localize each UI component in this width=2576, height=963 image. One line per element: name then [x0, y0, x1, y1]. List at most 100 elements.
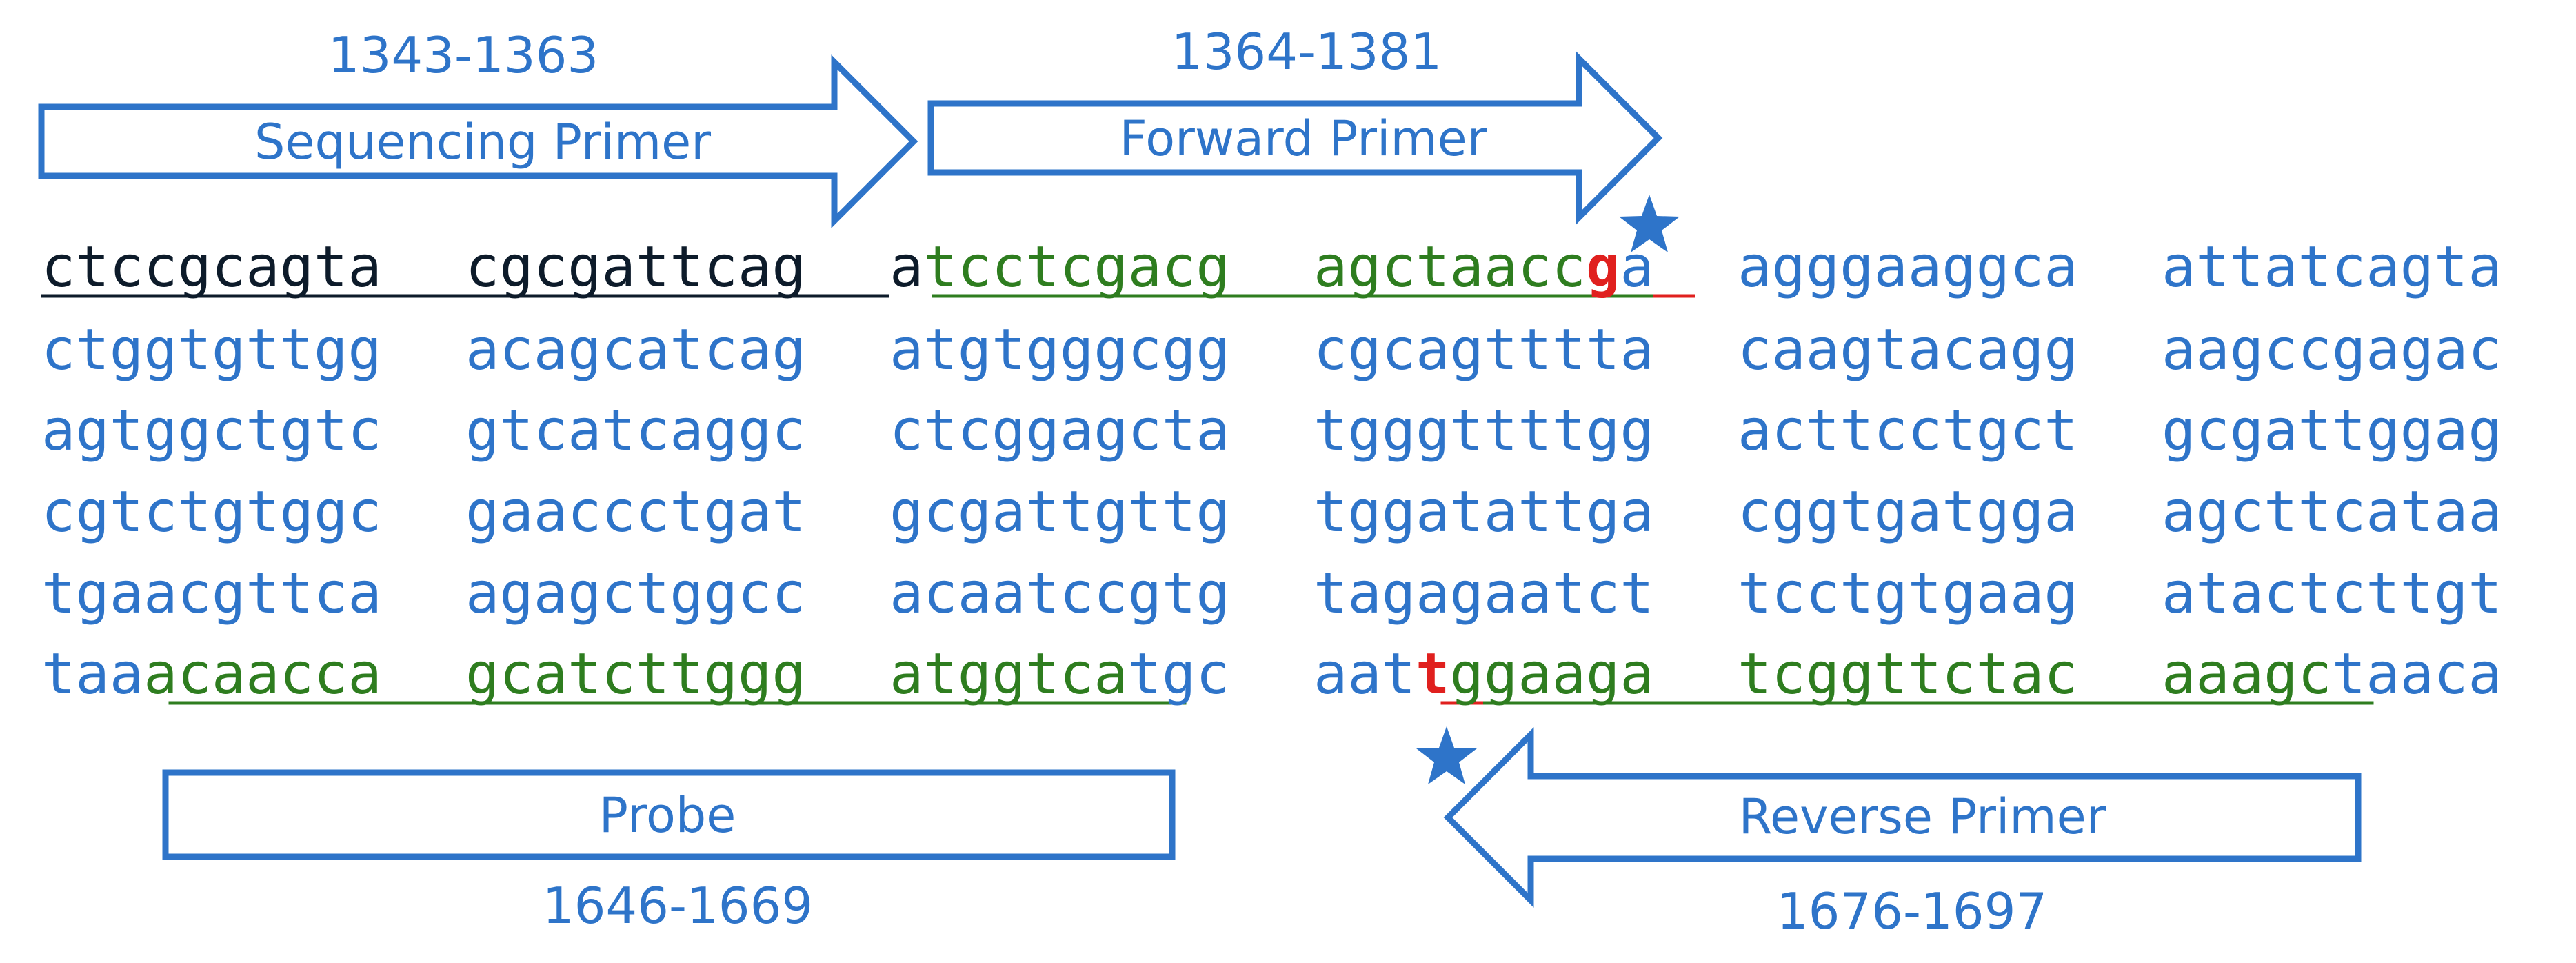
- sequence-group: tcctgtgaag: [1738, 561, 2078, 626]
- sequence-group: ctcggagcta: [889, 398, 1230, 464]
- sequence-segment: tgggttttgg: [1314, 398, 1654, 464]
- sequence-segment: a: [1620, 235, 1653, 300]
- sequencing-primer-label: Sequencing Primer: [254, 114, 711, 170]
- sequence-group: aaagctaaca: [2162, 642, 2502, 707]
- sequence-segment: acaatccgtg: [889, 561, 1230, 626]
- forward-primer-range: 1364-1381: [1171, 23, 1442, 81]
- sequence-segment: cggtgatgga: [1738, 479, 2078, 545]
- sequence-segment: atgtgggcgg: [889, 317, 1230, 383]
- snp-base: t: [1416, 642, 1449, 707]
- sequence-group: agctaaccga: [1314, 235, 1654, 300]
- sequence-group: atactcttgt: [2162, 561, 2502, 626]
- sequence-group: cgtctgtggc: [41, 479, 382, 545]
- snp-base: g: [1586, 235, 1620, 300]
- sequence-segment: ctggtgttgg: [41, 317, 382, 383]
- sequence-segment: acagcatcag: [465, 317, 806, 383]
- sequence-group: agcttcataa: [2162, 479, 2502, 545]
- sequence-group: gcgattgttg: [889, 479, 1230, 545]
- sequence-group: gaaccctgat: [465, 479, 806, 545]
- sequence-segment: caagtacagg: [1738, 317, 2078, 383]
- sequence-segment: cgtctgtggc: [41, 479, 382, 545]
- sequence-group: atggtcatgc: [889, 642, 1230, 707]
- probe-box-shape: [162, 769, 1176, 860]
- star-icon: [1619, 195, 1680, 252]
- sequence-group: agggaaggca: [1738, 235, 2078, 300]
- reverse-primer-arrow-shape: [1443, 727, 2362, 908]
- sequence-segment: gcgattggag: [2162, 398, 2502, 464]
- forward-primer-arrow-shape: [927, 51, 1663, 225]
- forward-primer-arrow: Forward Primer 1364-1381: [927, 23, 1663, 225]
- sequence-group: ctccgcagta: [41, 235, 382, 300]
- sequence-segment: aaagc: [2162, 642, 2332, 707]
- sequence-group: tagagaatct: [1314, 561, 1654, 626]
- sequence-segment: tgaacgttca: [41, 561, 382, 626]
- probe-label: Probe: [599, 787, 736, 844]
- sequence-segment: aagccgagac: [2162, 317, 2502, 383]
- sequence-segment: acaacca: [143, 642, 382, 707]
- forward-primer-label: Forward Primer: [1120, 110, 1487, 167]
- sequence-group: acagcatcag: [465, 317, 806, 383]
- sequence-group: attatcagta: [2162, 235, 2502, 300]
- sequence-segment: agagctggcc: [465, 561, 806, 626]
- sequencing-primer-arrow-shape: [38, 54, 918, 228]
- sequence-segment: gaaccctgat: [465, 479, 806, 545]
- probe-box: Probe 1646-1669: [162, 769, 1176, 935]
- sequence-group: tggatattga: [1314, 479, 1654, 545]
- sequence-segment: aat: [1314, 642, 1416, 707]
- probe-range: 1646-1669: [543, 877, 813, 935]
- sequence-group: cgcagtttta: [1314, 317, 1654, 383]
- sequence-segment: acttcctgct: [1738, 398, 2078, 464]
- sequence-group: atcctcgacg: [889, 235, 1230, 300]
- sequence-segment: ggaaga: [1449, 642, 1653, 707]
- sequence-segment: ctcggagcta: [889, 398, 1230, 464]
- reverse-primer-range: 1676-1697: [1777, 882, 2047, 940]
- sequence-group: caagtacagg: [1738, 317, 2078, 383]
- reverse-primer-arrow: Reverse Primer 1676-1697: [1443, 727, 2362, 940]
- sequence-group: gtcatcaggc: [465, 398, 806, 464]
- sequencing-primer-range: 1343-1363: [328, 26, 598, 84]
- sequence-segment: atggtca: [889, 642, 1128, 707]
- sequence-group: tgaacgttca: [41, 561, 382, 626]
- sequence-group: tcggttctac: [1738, 642, 2078, 707]
- sequence-group: acttcctgct: [1738, 398, 2078, 464]
- sequence-segment: atactcttgt: [2162, 561, 2502, 626]
- sequence-segment: gtcatcaggc: [465, 398, 806, 464]
- sequence-segment: taaca: [2332, 642, 2502, 707]
- sequence-segment: agcttcataa: [2162, 479, 2502, 545]
- sequence-segment: a: [889, 235, 923, 300]
- sequence-segment: tcggttctac: [1738, 642, 2078, 707]
- sequence-segment: agggaaggca: [1738, 235, 2078, 300]
- sequence-group: gcgattggag: [2162, 398, 2502, 464]
- sequence-segment: tggatattga: [1314, 479, 1654, 545]
- sequence-segment: ctccgcagta: [41, 235, 382, 300]
- sequence-segment: tcctgtgaag: [1738, 561, 2078, 626]
- sequence-group: agtggctgtc: [41, 398, 382, 464]
- sequence-group: cgcgattcag: [465, 235, 806, 300]
- star-icon: [1416, 726, 1477, 784]
- sequence-group: atgtgggcgg: [889, 317, 1230, 383]
- sequence-group: cggtgatgga: [1738, 479, 2078, 545]
- sequence-group: gcatcttggg: [465, 642, 806, 707]
- sequence-group: aattggaaga: [1314, 642, 1654, 707]
- sequencing-primer-arrow: Sequencing Primer 1343-1363: [38, 26, 918, 228]
- sequence-group: agagctggcc: [465, 561, 806, 626]
- sequence-segment: tagagaatct: [1314, 561, 1654, 626]
- sequence-segment: taa: [41, 642, 143, 707]
- sequence-group: acaatccgtg: [889, 561, 1230, 626]
- sequence-segment: gcatcttggg: [465, 642, 806, 707]
- sequence-group: ctggtgttgg: [41, 317, 382, 383]
- sequence-segment: cgcgattcag: [465, 235, 806, 300]
- sequence-group: aagccgagac: [2162, 317, 2502, 383]
- sequence-segment: cgcagtttta: [1314, 317, 1654, 383]
- sequence-group: taaacaacca: [41, 642, 382, 707]
- sequence-segment: tgc: [1128, 642, 1230, 707]
- sequence-segment: tcctcgacg: [923, 235, 1229, 300]
- reverse-primer-label: Reverse Primer: [1739, 788, 2106, 845]
- sequence-segment: agctaacc: [1314, 235, 1586, 300]
- sequence-segment: agtggctgtc: [41, 398, 382, 464]
- sequence-segment: attatcagta: [2162, 235, 2502, 300]
- sequence-group: tgggttttgg: [1314, 398, 1654, 464]
- sequence-segment: gcgattgttg: [889, 479, 1230, 545]
